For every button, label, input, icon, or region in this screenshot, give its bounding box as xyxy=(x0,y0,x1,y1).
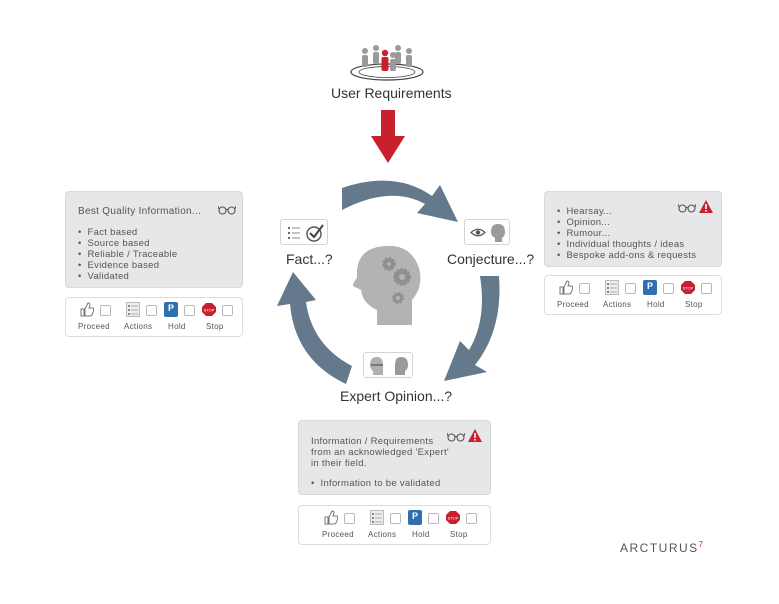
parking-icon: P xyxy=(164,302,178,317)
stop-label: Stop xyxy=(206,322,224,331)
head-gears-icon xyxy=(353,245,421,325)
stop-sign-icon: STOP xyxy=(202,303,216,316)
logo-text: ARCTURUS xyxy=(620,541,699,555)
cycle-arrow-top xyxy=(342,180,458,222)
stop-sign-text: STOP xyxy=(683,286,694,291)
fact-box-list: Fact based Source based Reliable / Trace… xyxy=(78,227,178,282)
list-item: Rumour... xyxy=(557,228,696,239)
actions-checkbox[interactable] xyxy=(390,513,401,524)
stop-sign-text: STOP xyxy=(448,516,459,521)
stop-checkbox[interactable] xyxy=(222,305,233,316)
thumbs-up-icon xyxy=(80,302,94,317)
actions-label: Actions xyxy=(368,530,397,539)
checklist-icon xyxy=(370,510,384,525)
thumbs-up-icon xyxy=(324,510,338,525)
hold-label: Hold xyxy=(647,300,665,309)
warning-icon xyxy=(468,429,482,442)
fact-box-title: Best Quality Information... xyxy=(78,206,202,217)
list-item: Opinion... xyxy=(557,217,696,228)
proceed-checkbox[interactable] xyxy=(100,305,111,316)
people-circle-icon xyxy=(350,45,424,81)
proceed-label: Proceed xyxy=(557,300,589,309)
list-item: Individual thoughts / ideas xyxy=(557,239,696,250)
node-fact-label: Fact...? xyxy=(286,251,333,267)
list-item: Hearsay... xyxy=(557,206,696,217)
node-expert-label: Expert Opinion...? xyxy=(340,388,453,404)
stop-label: Stop xyxy=(450,530,468,539)
expert-icon-box xyxy=(363,352,413,378)
conjecture-box-list: Hearsay... Opinion... Rumour... Individu… xyxy=(557,206,696,261)
hold-checkbox[interactable] xyxy=(663,283,674,294)
page-title: User Requirements xyxy=(331,85,452,101)
hold-checkbox[interactable] xyxy=(184,305,195,316)
expert-info-box: Information / Requirements from an ackno… xyxy=(298,420,491,495)
stop-checkbox[interactable] xyxy=(466,513,477,524)
list-item: Reliable / Traceable xyxy=(78,249,178,260)
stop-sign-icon: STOP xyxy=(446,511,460,524)
actions-label: Actions xyxy=(124,322,153,331)
down-arrow-icon xyxy=(371,110,405,163)
profile-icon xyxy=(491,224,505,242)
two-profiles-icon xyxy=(370,357,408,375)
node-conjecture-label: Conjecture...? xyxy=(447,251,535,267)
stop-sign-icon: STOP xyxy=(681,281,695,294)
expert-box-list: Information to be validated xyxy=(311,478,441,489)
thumbs-up-icon xyxy=(559,280,573,295)
proceed-checkbox[interactable] xyxy=(579,283,590,294)
list-item: Validated xyxy=(78,271,177,282)
actions-checkbox[interactable] xyxy=(146,305,157,316)
parking-icon: P xyxy=(408,510,422,525)
hold-label: Hold xyxy=(412,530,430,539)
checklist-icon xyxy=(126,302,140,317)
logo-sup: 7 xyxy=(698,540,704,549)
fact-info-box: Best Quality Information... Fact based S… xyxy=(65,191,243,288)
expert-box-text: Information / Requirements from an ackno… xyxy=(311,436,449,469)
list-item: Fact based xyxy=(78,227,177,238)
proceed-label: Proceed xyxy=(322,530,354,539)
list-item: Bespoke add-ons & requests xyxy=(557,250,696,261)
conjecture-action-bar: Proceed Actions P Hold STOP Stop xyxy=(544,275,722,315)
list-item: Evidence based xyxy=(78,260,177,271)
expert-line: from an acknowledged 'Expert' xyxy=(311,447,450,458)
expert-line: in their field. xyxy=(311,458,367,469)
fact-icon-box xyxy=(280,219,328,245)
hold-checkbox[interactable] xyxy=(428,513,439,524)
cycle-arrow-right xyxy=(444,276,500,381)
arcturus-logo: ARCTURUS7 xyxy=(620,540,703,555)
expert-action-bar: Proceed Actions P Hold STOP Stop xyxy=(298,505,491,545)
actions-checkbox[interactable] xyxy=(625,283,636,294)
stop-sign-text: STOP xyxy=(204,308,215,313)
checklist-icon xyxy=(605,280,619,295)
cycle-arrow-left xyxy=(277,272,352,384)
fact-action-bar: Proceed Actions P Hold STOP Stop xyxy=(65,297,243,337)
list-item: Source based xyxy=(78,238,177,249)
checklist-icon xyxy=(288,227,300,239)
glasses-icon xyxy=(218,205,236,215)
warning-icon xyxy=(699,200,713,213)
proceed-label: Proceed xyxy=(78,322,110,331)
stop-checkbox[interactable] xyxy=(701,283,712,294)
glasses-icon xyxy=(447,432,465,442)
list-item: Information to be validated xyxy=(311,478,441,489)
eye-icon xyxy=(470,228,486,237)
parking-icon: P xyxy=(643,280,657,295)
actions-label: Actions xyxy=(603,300,632,309)
proceed-checkbox[interactable] xyxy=(344,513,355,524)
check-circle-icon xyxy=(306,224,324,242)
conjecture-icon-box xyxy=(464,219,510,245)
conjecture-info-box: Hearsay... Opinion... Rumour... Individu… xyxy=(544,191,722,267)
hold-label: Hold xyxy=(168,322,186,331)
stop-label: Stop xyxy=(685,300,703,309)
expert-line: Information / Requirements xyxy=(311,436,434,447)
